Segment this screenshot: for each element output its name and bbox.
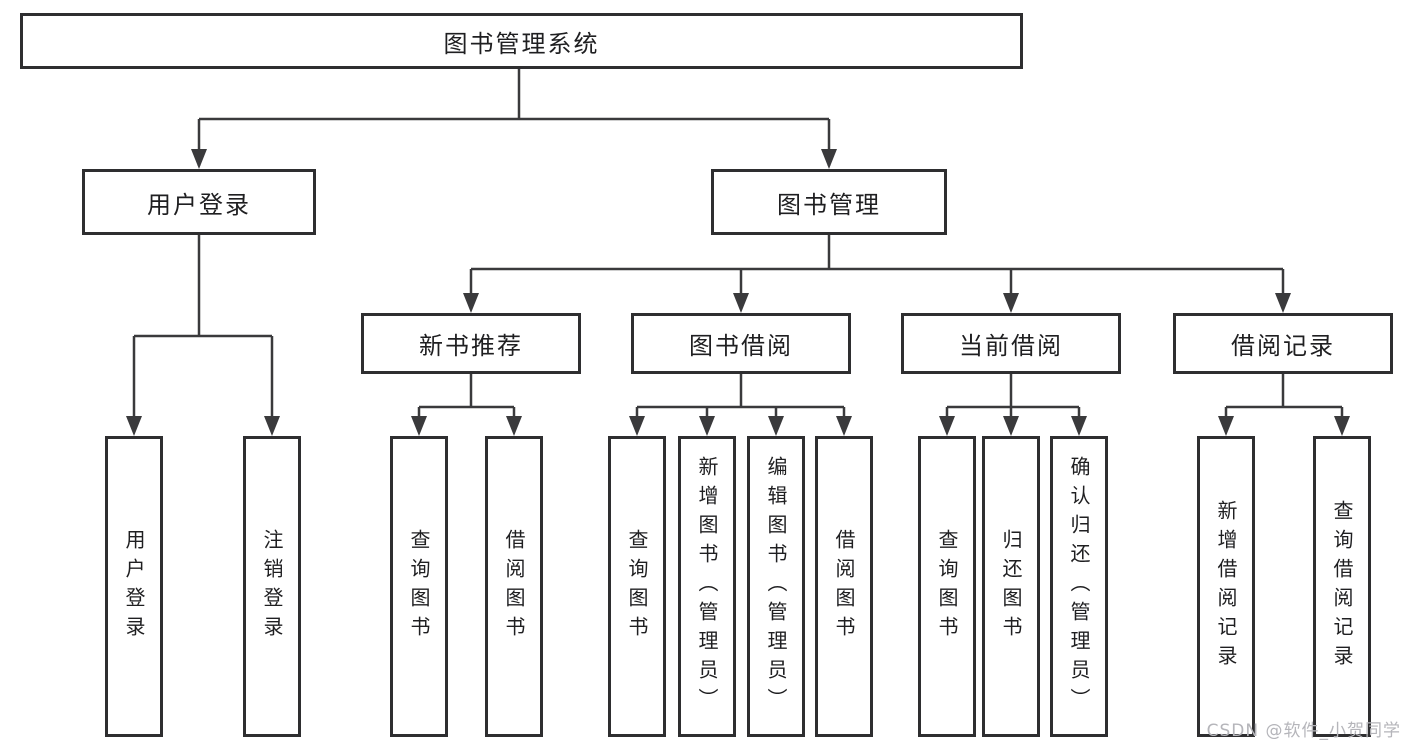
node-leaf-query-books-borrow: 查询图书 <box>608 436 666 737</box>
node-label: 编辑图书（管理员） <box>764 456 788 717</box>
node-new-book-recommend: 新书推荐 <box>361 313 581 374</box>
node-leaf-query-books-current: 查询图书 <box>918 436 976 737</box>
node-label: 注销登录 <box>260 528 284 645</box>
node-label: 新增借阅记录 <box>1214 499 1238 674</box>
node-leaf-add-books-admin: 新增图书（管理员） <box>678 436 736 737</box>
node-label: 确认归还（管理员） <box>1067 456 1091 717</box>
node-leaf-logout: 注销登录 <box>243 436 301 737</box>
node-leaf-query-borrow-record: 查询借阅记录 <box>1313 436 1371 737</box>
node-leaf-return-books: 归还图书 <box>982 436 1040 737</box>
node-user-login: 用户登录 <box>82 169 316 235</box>
node-leaf-user-login: 用户登录 <box>105 436 163 737</box>
node-label: 查询图书 <box>625 528 649 645</box>
node-leaf-add-borrow-record: 新增借阅记录 <box>1197 436 1255 737</box>
node-book-borrow: 图书借阅 <box>631 313 851 374</box>
node-label: 查询借阅记录 <box>1330 499 1354 674</box>
node-label: 图书管理 <box>777 190 881 219</box>
node-label: 查询图书 <box>935 528 959 645</box>
node-library-management-system: 图书管理系统 <box>20 13 1023 69</box>
node-borrow-records: 借阅记录 <box>1173 313 1393 374</box>
node-current-borrow: 当前借阅 <box>901 313 1121 374</box>
node-leaf-edit-books-admin: 编辑图书（管理员） <box>747 436 805 737</box>
node-label: 用户登录 <box>122 528 146 645</box>
node-label: 借阅图书 <box>502 528 526 645</box>
node-label: 图书借阅 <box>689 332 793 360</box>
node-label: 新增图书（管理员） <box>695 456 719 717</box>
node-label: 查询图书 <box>407 528 431 645</box>
node-label: 图书管理系统 <box>443 29 600 58</box>
node-label: 新书推荐 <box>419 332 523 360</box>
node-leaf-borrow-books-recommend: 借阅图书 <box>485 436 543 737</box>
node-label: 归还图书 <box>999 528 1023 645</box>
node-leaf-query-books-recommend: 查询图书 <box>390 436 448 737</box>
node-leaf-confirm-return-admin: 确认归还（管理员） <box>1050 436 1108 737</box>
csdn-watermark: CSDN @软件_小贺同学 <box>1206 721 1401 741</box>
node-book-management: 图书管理 <box>711 169 947 235</box>
node-label: 借阅记录 <box>1231 332 1335 360</box>
node-label: 用户登录 <box>147 190 251 219</box>
node-label: 借阅图书 <box>832 528 856 645</box>
node-label: 当前借阅 <box>959 332 1063 360</box>
connector-lines <box>132 69 1344 431</box>
node-leaf-borrow-books: 借阅图书 <box>815 436 873 737</box>
